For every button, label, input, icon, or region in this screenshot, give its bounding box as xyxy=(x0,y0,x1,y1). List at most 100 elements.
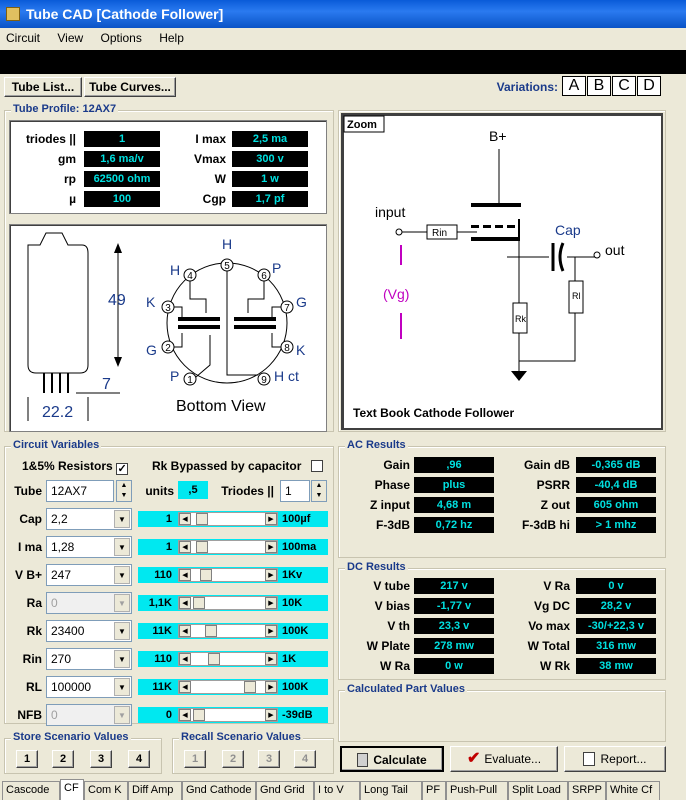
arrow-right-icon[interactable]: ▶ xyxy=(265,513,277,525)
rl-thumb[interactable] xyxy=(244,681,257,693)
arrow-right-icon[interactable]: ▶ xyxy=(265,541,277,553)
tab-cf[interactable]: CF xyxy=(60,779,84,800)
variation-c-button[interactable]: C xyxy=(612,76,636,96)
tab-diff-amp[interactable]: Diff Amp xyxy=(128,781,182,800)
arrow-left-icon[interactable]: ◀ xyxy=(179,597,191,609)
tab-pf[interactable]: PF xyxy=(422,781,446,800)
recall-scenario-3-button[interactable]: 3 xyxy=(258,750,280,768)
zoom-button[interactable] xyxy=(343,115,385,133)
variation-d-button[interactable]: D xyxy=(637,76,661,96)
tab-split-load[interactable]: Split Load xyxy=(508,781,568,800)
variation-b-button[interactable]: B xyxy=(587,76,611,96)
arrow-right-icon[interactable]: ▶ xyxy=(265,597,277,609)
nfb-slider[interactable]: 0 ◀ ▶ -39dB xyxy=(138,707,328,723)
arrow-right-icon[interactable]: ▶ xyxy=(265,625,277,637)
schematic-panel: Zoom B+ input Rin (Vg) Cap out Rk Rl Tex… xyxy=(341,113,663,430)
menu-view[interactable]: View xyxy=(57,31,84,45)
v-b--slider[interactable]: 110 ◀ ▶ 1Kv xyxy=(138,567,328,583)
triodes-parallel-label: Triodes || xyxy=(221,484,274,498)
triodes-parallel-spinner[interactable]: ▲▼ xyxy=(311,480,327,502)
calculate-button[interactable]: Calculate xyxy=(340,746,444,772)
tube-list-button[interactable]: Tube List... xyxy=(4,77,82,97)
i-ma-track[interactable]: ◀ ▶ xyxy=(178,540,278,554)
chevron-down-icon: ▼ xyxy=(114,510,130,528)
menu-help[interactable]: Help xyxy=(159,31,184,45)
store-scenario-2-button[interactable]: 2 xyxy=(52,750,74,768)
arrow-right-icon[interactable]: ▶ xyxy=(265,569,277,581)
evaluate-button[interactable]: ✔Evaluate... xyxy=(450,746,558,772)
i-ma-slider[interactable]: 1 ◀ ▶ 100ma xyxy=(138,539,328,555)
rk-select[interactable]: 23400▼ xyxy=(46,620,132,642)
tab-i-to-v[interactable]: I to V xyxy=(314,781,360,800)
ra-track[interactable]: ◀ ▶ xyxy=(178,596,278,610)
cap-plate-right xyxy=(558,242,565,272)
rk-slider[interactable]: 11K ◀ ▶ 100K xyxy=(138,623,328,639)
gain-db-display: -0,365 dB xyxy=(576,457,656,473)
rl-slider[interactable]: 11K ◀ ▶ 100K xyxy=(138,679,328,695)
menu-circuit[interactable]: Circuit xyxy=(6,31,41,45)
input-label: input xyxy=(375,204,405,220)
v-b--select[interactable]: 247▼ xyxy=(46,564,132,586)
arrow-left-icon[interactable]: ◀ xyxy=(179,681,191,693)
rk-track[interactable]: ◀ ▶ xyxy=(178,624,278,638)
arrow-left-icon[interactable]: ◀ xyxy=(179,653,191,665)
recall-scenario-2-button[interactable]: 2 xyxy=(222,750,244,768)
tube-select[interactable]: 12AX7 xyxy=(46,480,114,502)
tab-com-k[interactable]: Com K xyxy=(84,781,128,800)
resistors-checkbox[interactable]: ✓ xyxy=(116,463,129,475)
arrow-left-icon[interactable]: ◀ xyxy=(179,625,191,637)
arrow-left-icon[interactable]: ◀ xyxy=(179,541,191,553)
arrow-right-icon[interactable]: ▶ xyxy=(265,653,277,665)
dc-results-group: DC Results xyxy=(338,561,666,680)
tab-gnd-grid[interactable]: Gnd Grid xyxy=(256,781,314,800)
rk-bypassed-checkbox[interactable] xyxy=(310,460,323,472)
tab-srpp[interactable]: SRPP xyxy=(568,781,606,800)
cap-thumb[interactable] xyxy=(195,513,208,525)
tab-gnd-cathode[interactable]: Gnd Cathode xyxy=(182,781,256,800)
rin-track[interactable]: ◀ ▶ xyxy=(178,652,278,666)
tube-curves-button[interactable]: Tube Curves... xyxy=(84,77,176,97)
triode-plate-left xyxy=(178,317,220,321)
i-ma-thumb[interactable] xyxy=(195,541,208,553)
nfb-track[interactable]: ◀ ▶ xyxy=(178,708,278,722)
rl-select[interactable]: 100000▼ xyxy=(46,676,132,698)
recall-scenario-4-button[interactable]: 4 xyxy=(294,750,316,768)
i-ma-select[interactable]: 1,28▼ xyxy=(46,536,132,558)
store-scenario-1-button[interactable]: 1 xyxy=(16,750,38,768)
report-button[interactable]: Report... xyxy=(564,746,666,772)
triodes-parallel-input[interactable]: 1 xyxy=(280,480,310,502)
store-scenario-3-button[interactable]: 3 xyxy=(90,750,112,768)
cap-slider[interactable]: 1 ◀ ▶ 100µf xyxy=(138,511,328,527)
ra-slider[interactable]: 1,1K ◀ ▶ 10K xyxy=(138,595,328,611)
tab-cascode[interactable]: Cascode xyxy=(2,781,60,800)
arrow-left-icon[interactable]: ◀ xyxy=(179,709,191,721)
ra-select[interactable]: 0▼ xyxy=(46,592,132,614)
recall-scenario-1-button[interactable]: 1 xyxy=(184,750,206,768)
variation-a-button[interactable]: A xyxy=(562,76,586,96)
ra-thumb[interactable] xyxy=(193,597,205,609)
nfb-thumb[interactable] xyxy=(193,709,205,721)
arrow-right-icon[interactable]: ▶ xyxy=(265,681,277,693)
nfb-select[interactable]: 0▼ xyxy=(46,704,132,726)
arrow-right-icon[interactable]: ▶ xyxy=(265,709,277,721)
v-b--thumb[interactable] xyxy=(199,569,212,581)
rin-slider[interactable]: 110 ◀ ▶ 1K xyxy=(138,651,328,667)
arrow-left-icon[interactable]: ◀ xyxy=(179,513,191,525)
rk-thumb[interactable] xyxy=(204,625,217,637)
cap-track[interactable]: ◀ ▶ xyxy=(178,512,278,526)
tab-white-cf[interactable]: White Cf xyxy=(606,781,660,800)
rin-select[interactable]: 270▼ xyxy=(46,648,132,670)
vo-max-display: -30/+22,3 v xyxy=(576,618,656,634)
tube-spinner[interactable]: ▲▼ xyxy=(116,480,132,502)
chevron-down-icon: ▼ xyxy=(114,706,130,724)
rl-track[interactable]: ◀ ▶ xyxy=(178,680,278,694)
rin-thumb[interactable] xyxy=(207,653,220,665)
menu-options[interactable]: Options xyxy=(100,31,142,45)
arrow-left-icon[interactable]: ◀ xyxy=(179,569,191,581)
store-scenario-4-button[interactable]: 4 xyxy=(128,750,150,768)
tab-long-tail[interactable]: Long Tail xyxy=(360,781,422,800)
v-b--track[interactable]: ◀ ▶ xyxy=(178,568,278,582)
cap-select[interactable]: 2,2▼ xyxy=(46,508,132,530)
pin-label-p-right: P xyxy=(272,260,281,276)
tab-push-pull[interactable]: Push-Pull xyxy=(446,781,508,800)
